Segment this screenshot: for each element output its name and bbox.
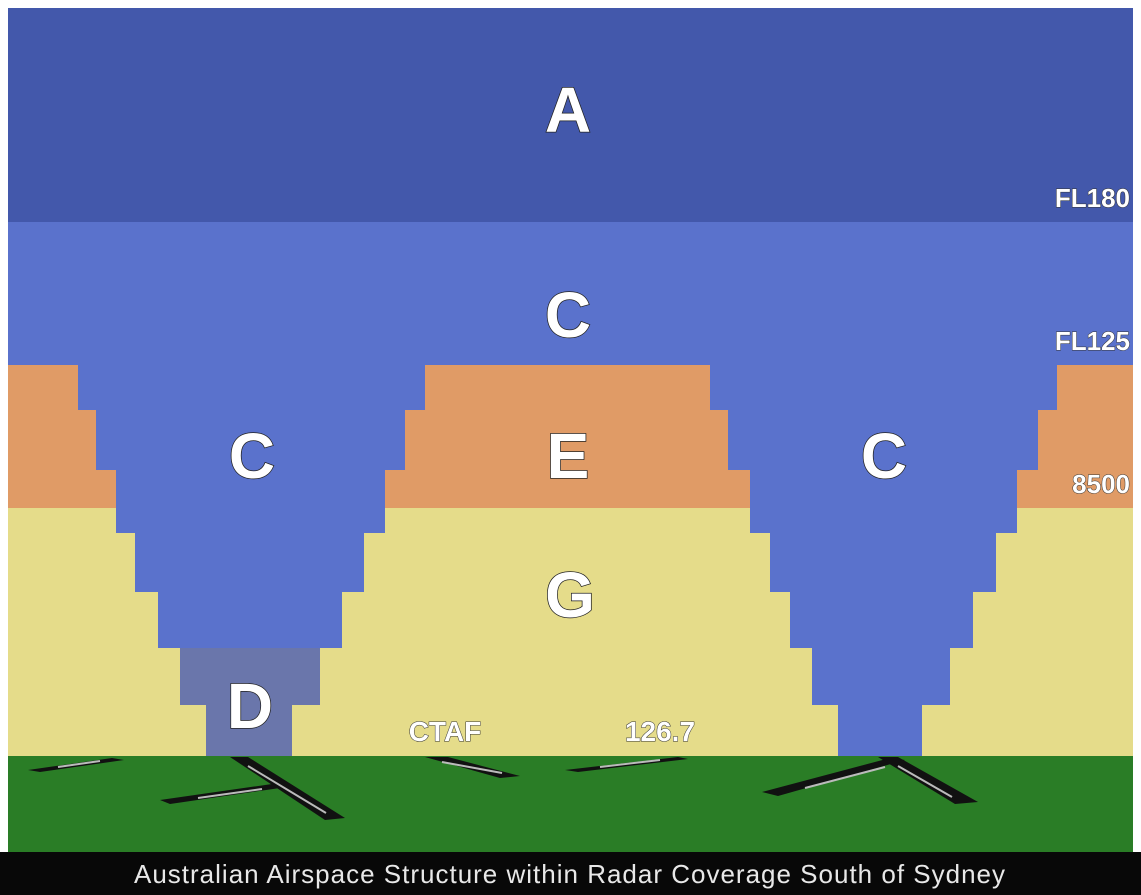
class-g-middle (292, 508, 838, 756)
level-8500: 8500 (1072, 469, 1130, 499)
class-a-band (8, 8, 1133, 222)
level-fl125: FL125 (1055, 326, 1130, 356)
caption-bar (0, 852, 1141, 895)
caption: Australian Airspace Structure within Rad… (134, 859, 1006, 889)
runways (28, 757, 978, 820)
class-e-middle (385, 365, 750, 508)
class-d-zone (180, 648, 320, 756)
class-c-left-label: C (229, 420, 275, 492)
class-e-label: E (547, 420, 590, 492)
class-g-left (8, 508, 206, 756)
class-d-label: D (227, 670, 273, 742)
class-g-right (922, 508, 1133, 756)
ground (8, 756, 1133, 852)
class-c-right-label: C (861, 420, 907, 492)
class-e-right (1017, 365, 1133, 508)
level-fl180: FL180 (1055, 183, 1130, 213)
class-a-label: A (545, 74, 591, 146)
runway (762, 758, 905, 796)
ctaf-frequency: 126.7 (625, 716, 695, 747)
ctaf-label: CTAF (409, 716, 482, 747)
class-c-upper-label: C (545, 279, 591, 351)
class-g-label: G (545, 559, 595, 631)
class-e-left (8, 365, 116, 508)
